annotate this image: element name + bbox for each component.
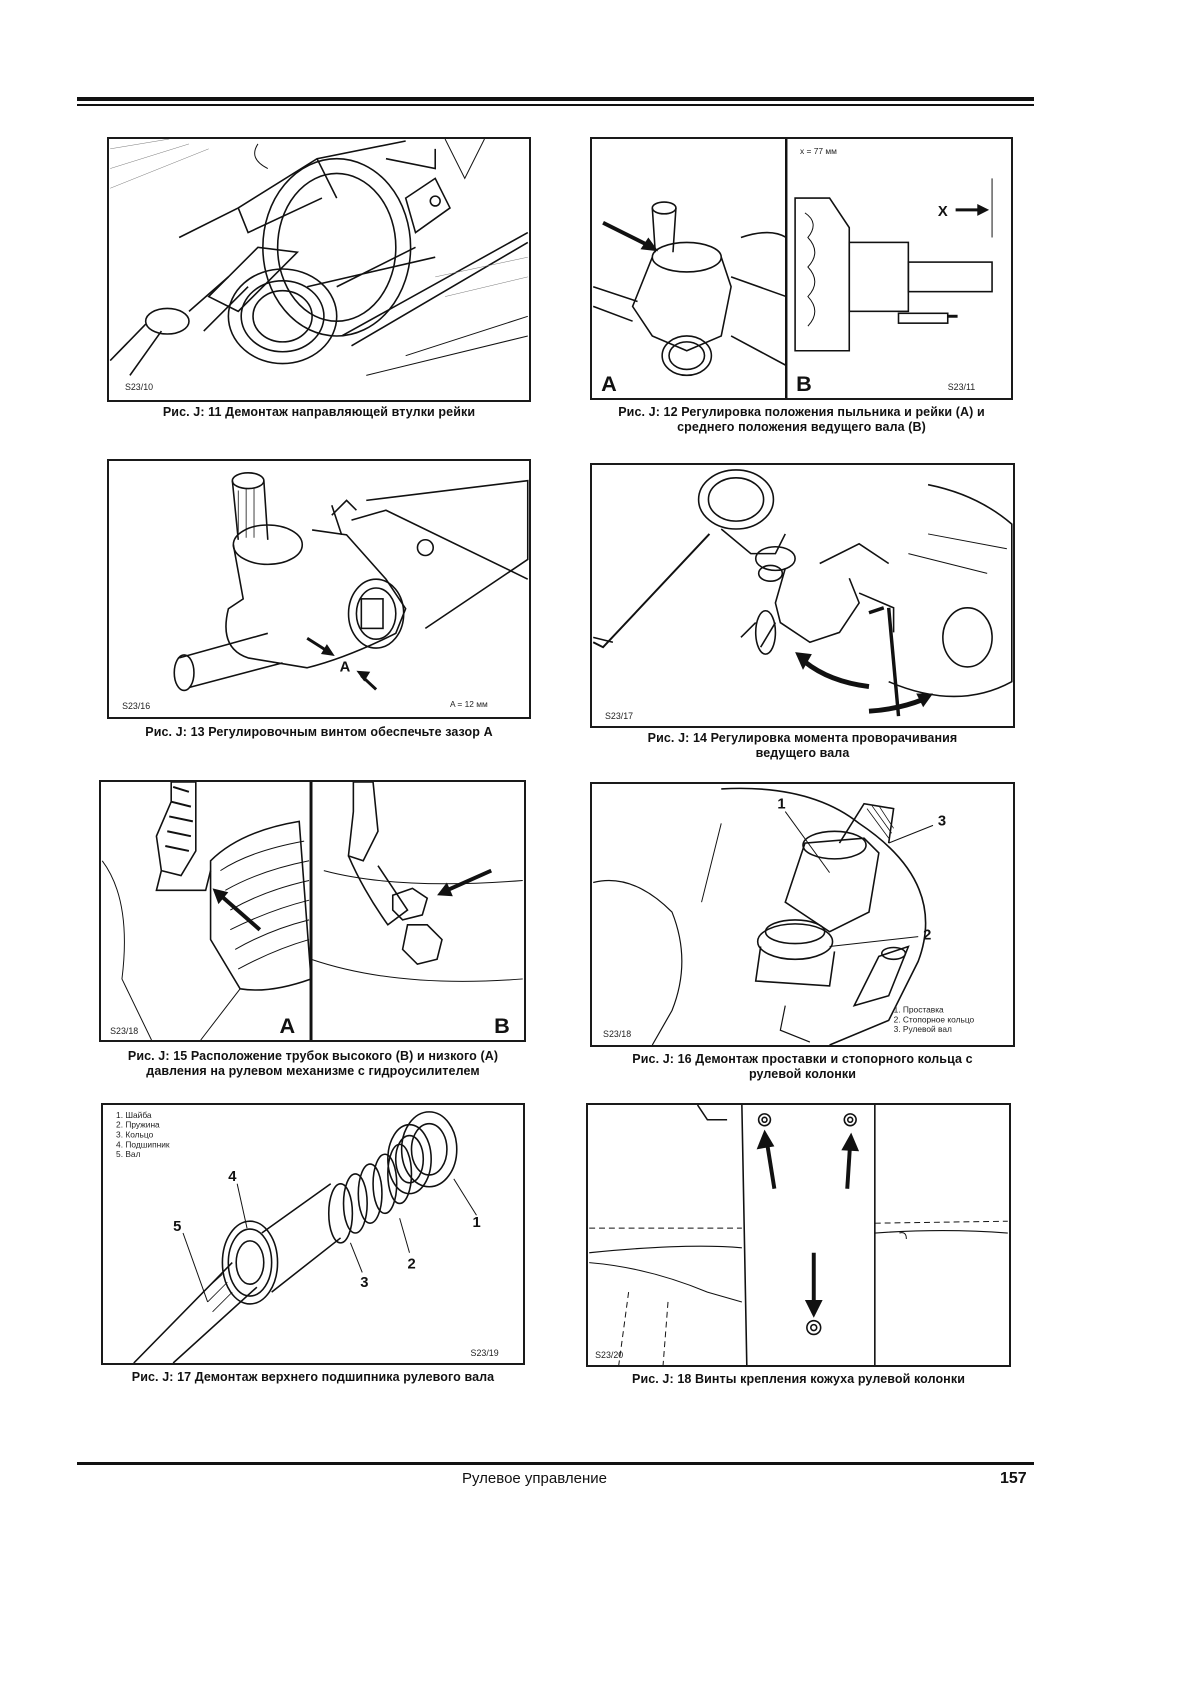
figure-16-drawing: 1 2 3 1. Проставка 2. Стопорное кольцо 3… [593, 787, 975, 1045]
figure-12-caption-line1: Рис. J: 12 Регулировка положения пыльник… [618, 405, 985, 419]
figure-15-caption-line1: Рис. J: 15 Расположение трубок высокого … [127, 1049, 499, 1063]
figure-16-legend-2: 2. Стопорное кольцо [894, 1014, 975, 1024]
figure-17: 1 2 3 4 5 1. Шайба 2. Пружина 3. Кольцо … [101, 1103, 525, 1365]
figure-16-caption: Рис. J: 16 Демонтаж проставки и стопорно… [580, 1052, 1025, 1082]
arrow-icon [437, 868, 493, 897]
figure-17-caption: Рис. J: 17 Демонтаж верхнего подшипника … [131, 1370, 495, 1384]
panel-b-drawing [794, 178, 993, 352]
figure-12-panel-b: B [796, 371, 812, 396]
figure-17-legend-4: 4. Подшипник [116, 1139, 170, 1149]
figure-15-panel-a: A [280, 1013, 296, 1038]
figure-17-callout-1: 1 [473, 1215, 481, 1231]
figure-11-caption: Рис. J: 11 Демонтаж направляющей втулки … [162, 405, 476, 419]
figure-16-caption-line1: Рис. J: 16 Демонтаж проставки и стопорно… [632, 1052, 973, 1066]
figure-14-caption-line2: ведущего вала [755, 746, 850, 760]
figure-17-drawing: 1 2 3 4 5 1. Шайба 2. Пружина 3. Кольцо … [116, 1110, 499, 1363]
figure-16-callout-1: 1 [777, 797, 785, 813]
figure-13-code: S23/16 [122, 701, 150, 711]
figure-15-drawing: A B S23/18 [101, 782, 523, 1040]
figure-18-caption: Рис. J: 18 Винты крепления кожуха рулево… [632, 1372, 965, 1386]
figure-16-legend-1: 1. Проставка [894, 1004, 944, 1014]
figure-18-drawing: S23/20 [589, 1105, 1008, 1365]
figure-18-code: S23/20 [595, 1350, 623, 1360]
arrow-right-icon [955, 203, 990, 216]
bottom-rule [77, 1462, 1034, 1465]
figure-18: S23/20 [586, 1103, 1011, 1367]
figure-12-dim-note: x = 77 мм [800, 146, 837, 156]
footer-page-number: 157 [1000, 1470, 1027, 1487]
figure-14-drawing: S23/17 [592, 469, 1013, 721]
figure-11-drawing: S23/10 [109, 139, 529, 392]
figure-16: 1 2 3 1. Проставка 2. Стопорное кольцо 3… [590, 782, 1015, 1047]
figure-17-legend-5: 5. Вал [116, 1149, 141, 1159]
arrow-icon [212, 888, 262, 932]
figure-13: A S23/16 A = 12 мм [107, 459, 531, 719]
figure-12-panel-a: A [601, 371, 617, 396]
figure-15-caption: Рис. J: 15 Расположение трубок высокого … [88, 1049, 538, 1079]
figure-15: A B S23/18 [99, 780, 526, 1042]
figure-17-callout-3: 3 [360, 1275, 368, 1291]
arrow-icon [602, 220, 659, 252]
top-rule-thin [77, 104, 1034, 106]
figure-16-callout-3: 3 [938, 813, 946, 829]
figure-17-callout-2: 2 [408, 1256, 416, 1272]
figure-15-panel-b: B [494, 1013, 510, 1038]
rotate-arrow-icon [795, 652, 933, 714]
figure-17-callout-4: 4 [228, 1169, 237, 1185]
figure-15-caption-line2: давления на рулевом механизме с гидроуси… [146, 1064, 480, 1078]
figure-11: S23/10 [107, 137, 531, 402]
figure-12: x = 77 мм X A B S23/11 [590, 137, 1013, 400]
figure-13-drawing: A S23/16 A = 12 мм [122, 472, 529, 711]
figure-16-callout-2: 2 [923, 928, 931, 944]
figure-15-code: S23/18 [110, 1026, 138, 1036]
figure-14: S23/17 [590, 463, 1015, 728]
figure-13-label-a: A [340, 660, 351, 676]
figure-17-legend-2: 2. Пружина [116, 1120, 160, 1130]
top-rule [77, 97, 1034, 101]
arrow-down-icon [804, 1252, 823, 1318]
figure-17-legend-1: 1. Шайба [116, 1110, 152, 1120]
arrow-up-icon [841, 1132, 860, 1189]
arrow-up-icon [756, 1129, 777, 1190]
footer-section-title: Рулевое управление [462, 1470, 607, 1487]
figure-17-code: S23/19 [471, 1348, 499, 1358]
figure-11-code: S23/10 [125, 382, 153, 392]
figure-14-caption-line1: Рис. J: 14 Регулировка момента проворачи… [647, 731, 958, 745]
figure-12-drawing: x = 77 мм X A B S23/11 [592, 139, 993, 398]
figure-12-label-x: X [938, 204, 948, 220]
figure-16-legend-3: 3. Рулевой вал [894, 1024, 952, 1034]
figure-16-caption-line2: рулевой колонки [748, 1067, 857, 1081]
figure-16-code: S23/18 [603, 1029, 631, 1039]
arrow-icon [306, 636, 378, 691]
figure-13-caption: Рис. J: 13 Регулировочным винтом обеспеч… [145, 725, 493, 739]
figure-17-callout-5: 5 [173, 1219, 181, 1235]
figure-14-caption: Рис. J: 14 Регулировка момента проворачи… [580, 731, 1025, 761]
figure-12-caption-line2: среднего положения ведущего вала (В) [677, 420, 926, 434]
figure-12-caption: Рис. J: 12 Регулировка положения пыльник… [580, 405, 1023, 435]
panel-a-drawing [592, 201, 787, 377]
figure-14-code: S23/17 [605, 711, 633, 721]
figure-12-code: S23/11 [948, 382, 975, 392]
figure-17-legend-3: 3. Кольцо [116, 1129, 154, 1139]
figure-13-dim-note: A = 12 мм [450, 699, 488, 709]
